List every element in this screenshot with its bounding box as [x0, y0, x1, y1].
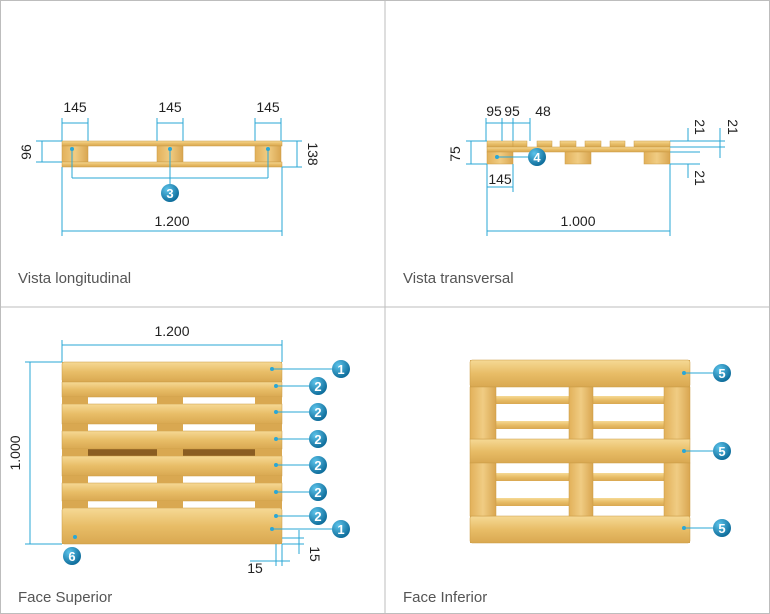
panel-title-superior: Face Superior — [18, 589, 112, 606]
callout-superior-2f: 2 — [309, 507, 327, 525]
callout-label: 2 — [314, 458, 321, 473]
dim-length-transversal: 1.000 — [560, 213, 595, 229]
panel-inferior: 5 5 5 Face Inferior — [403, 359, 731, 606]
dim-length-superior: 1.200 — [154, 323, 189, 339]
dim-t1: 21 — [692, 119, 708, 135]
dimension-dots-superior — [73, 367, 278, 539]
dimension-lines-transversal — [466, 118, 725, 236]
callout-superior-2c: 2 — [309, 430, 327, 448]
pallet-top-face — [61, 361, 283, 545]
dim-w1: 95 — [486, 103, 502, 119]
callout-3-label: 3 — [166, 186, 173, 201]
callout-label: 5 — [718, 366, 725, 381]
callout-label: 1 — [337, 362, 344, 377]
panel-superior: 1.200 1.000 15 15 1 2 2 2 2 2 2 — [7, 323, 350, 606]
callout-label: 2 — [314, 509, 321, 524]
callout-superior-2b: 2 — [309, 403, 327, 421]
callout-4-label: 4 — [533, 150, 541, 165]
dim-block-b: 145 — [158, 99, 182, 115]
dimension-lines-superior — [25, 340, 332, 566]
dim-height: 96 — [18, 144, 34, 160]
pallet-side-longitudinal — [61, 140, 283, 168]
leader-lines-inferior — [684, 372, 714, 529]
panel-title-longitudinal: Vista longitudinal — [18, 270, 131, 287]
callout-superior-6: 6 — [63, 547, 81, 565]
callout-superior-1a: 1 — [332, 360, 350, 378]
dim-t3: 21 — [692, 170, 708, 186]
pallet-side-transversal — [486, 140, 671, 165]
callout-label: 2 — [314, 379, 321, 394]
callout-label: 2 — [314, 485, 321, 500]
dim-offset-x: 15 — [247, 560, 263, 576]
dim-length: 1.200 — [154, 213, 189, 229]
dim-width-superior: 1.000 — [7, 435, 23, 470]
callout-superior-2d: 2 — [309, 456, 327, 474]
dim-t2: 21 — [725, 119, 741, 135]
callout-3: 3 — [161, 184, 179, 202]
dim-w2: 95 — [504, 103, 520, 119]
callout-inferior-5a: 5 — [713, 364, 731, 382]
callout-label: 1 — [337, 522, 344, 537]
callout-inferior-5c: 5 — [713, 519, 731, 537]
panel-longitudinal: 145 145 145 96 138 1.200 3 Vista longitu… — [18, 99, 321, 287]
dim-block-c: 145 — [256, 99, 280, 115]
dim-block-a: 145 — [63, 99, 87, 115]
callout-label: 2 — [314, 405, 321, 420]
callout-superior-1b: 1 — [332, 520, 350, 538]
callout-superior-2e: 2 — [309, 483, 327, 501]
callout-label: 5 — [718, 444, 725, 459]
pallet-bottom-face — [469, 359, 691, 544]
dim-height-transversal: 75 — [447, 146, 463, 162]
dim-w3: 48 — [535, 103, 551, 119]
dimension-dot-transversal — [495, 155, 499, 159]
dimension-dots-longitudinal — [70, 147, 270, 151]
callout-4: 4 — [528, 148, 546, 166]
callout-inferior-5b: 5 — [713, 442, 731, 460]
dimension-lines-longitudinal — [36, 118, 302, 236]
dim-offset-y: 15 — [307, 546, 323, 562]
dim-total-height: 138 — [305, 142, 321, 166]
panel-transversal: 95 95 48 75 145 1.000 21 21 21 4 Vista t… — [403, 103, 741, 287]
panel-title-inferior: Face Inferior — [403, 589, 487, 606]
callout-label: 5 — [718, 521, 725, 536]
dim-block-transversal: 145 — [488, 171, 512, 187]
callout-superior-2a: 2 — [309, 377, 327, 395]
callout-label: 6 — [68, 549, 75, 564]
panel-title-transversal: Vista transversal — [403, 270, 514, 287]
callout-label: 2 — [314, 432, 321, 447]
leader-dots-inferior — [682, 371, 686, 530]
